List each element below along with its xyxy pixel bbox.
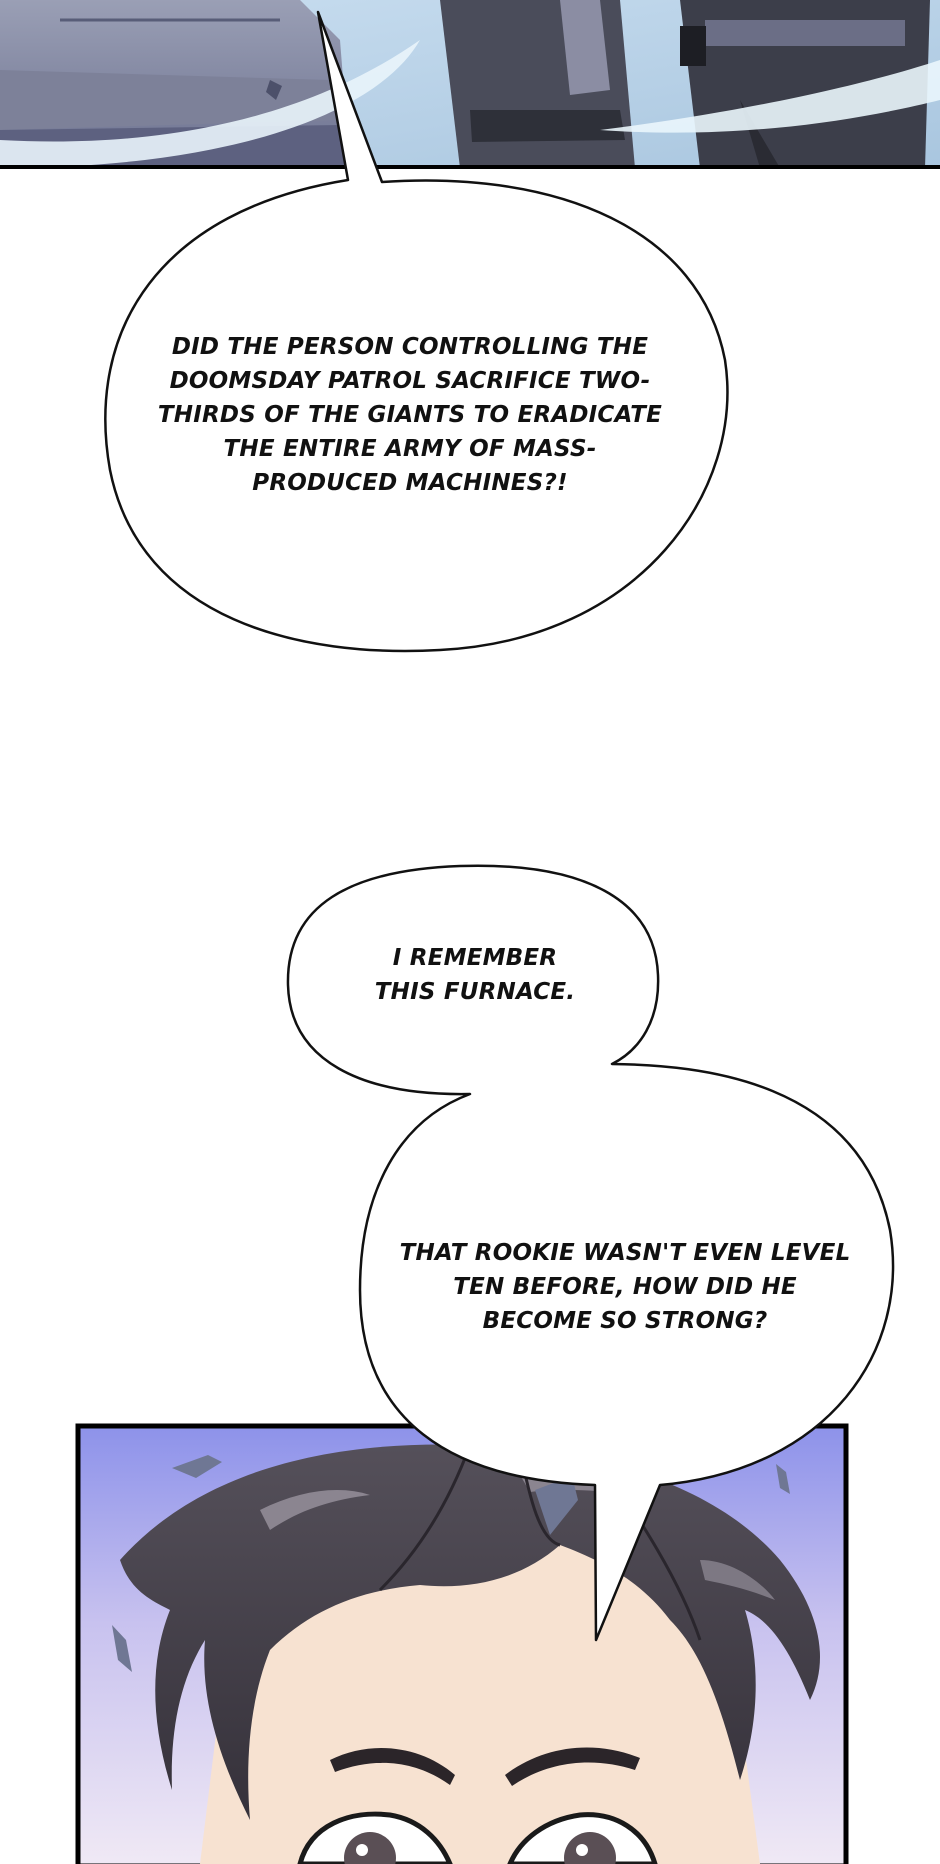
brow-right: [505, 1747, 640, 1786]
face: [200, 1519, 760, 1864]
bubble1-line-5: PRODUCED MACHINES?!: [252, 470, 568, 496]
top-panel-border: [0, 165, 940, 169]
bubble2-line-1: I REMEMBER: [392, 945, 558, 971]
bubble3-line-1: THAT ROOKIE WASN'T EVEN LEVEL: [399, 1240, 851, 1266]
debris-4: [535, 1476, 578, 1535]
speech-text-2: I REMEMBER THIS FURNACE.: [330, 941, 620, 1009]
bubble1-line-2: DOOMSDAY PATROL SACRIFICE TWO-: [169, 368, 651, 394]
bubble2-line-2: THIS FURNACE.: [374, 979, 576, 1005]
top-panel: [0, 0, 940, 169]
energy-swoosh-right: [600, 60, 940, 133]
debris-1: [172, 1455, 222, 1478]
eye-left: [297, 1811, 453, 1864]
bubble3-line-2: TEN BEFORE, HOW DID HE: [453, 1274, 797, 1300]
speech-text-1: DID THE PERSON CONTROLLING THE DOOMSDAY …: [150, 330, 670, 500]
hair: [120, 1444, 820, 1820]
bubble3-line-3: BECOME SO STRONG?: [482, 1308, 768, 1334]
bubble1-line-1: DID THE PERSON CONTROLLING THE: [171, 334, 649, 360]
debris-3: [776, 1464, 790, 1494]
bubble1-line-3: THIRDS OF THE GIANTS TO ERADICATE: [157, 402, 663, 428]
eye-right: [507, 1812, 658, 1864]
bubble1-line-4: THE ENTIRE ARMY OF MASS-: [223, 436, 597, 462]
debris-2: [112, 1625, 132, 1672]
speech-text-3: THAT ROOKIE WASN'T EVEN LEVEL TEN BEFORE…: [395, 1236, 855, 1338]
brow-left: [330, 1748, 455, 1785]
